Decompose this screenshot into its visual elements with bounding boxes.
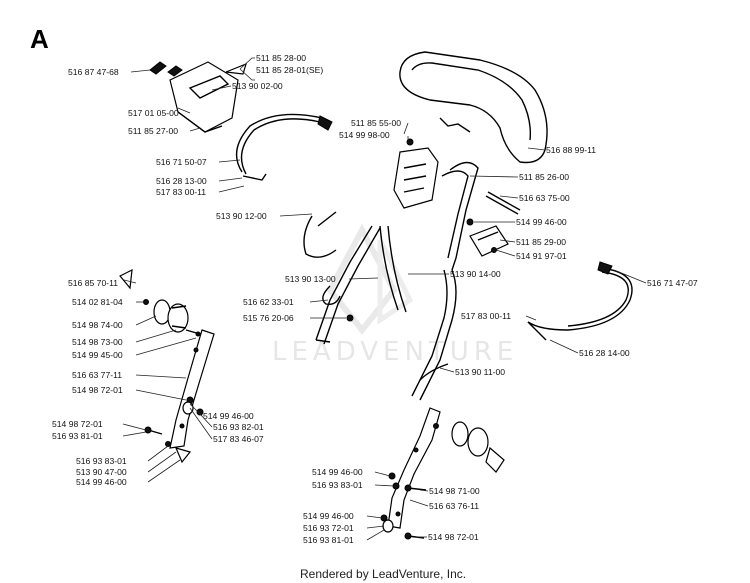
part-label: 516 63 76-11: [429, 501, 479, 511]
part-label: 513 90 14-00: [450, 269, 501, 279]
part-label: 516 93 72-01: [303, 523, 354, 533]
part-label: 517 83 00-11: [156, 187, 206, 197]
part-label: 516 93 81-01: [303, 535, 354, 545]
part-label: 514 99 46-00: [312, 467, 363, 477]
part-label: 514 98 72-01: [428, 532, 479, 542]
part-label: 514 99 98-00: [339, 130, 390, 140]
part-label: 516 71 50-07: [156, 157, 207, 167]
part-label: 514 02 81-04: [72, 297, 123, 307]
part-label: 516 28 13-00: [156, 176, 207, 186]
part-label: 516 93 82-01: [213, 422, 264, 432]
part-label: 515 76 20-06: [243, 313, 294, 323]
leader-lines: [122, 57, 647, 541]
part-label: 516 71 47-07: [647, 278, 698, 288]
part-label: 514 91 97-01: [516, 251, 567, 261]
part-label: 514 99 46-00: [516, 217, 567, 227]
part-label: 514 98 73-00: [72, 337, 123, 347]
part-drawings: [119, 51, 633, 540]
part-label: 516 88 99-11: [546, 145, 596, 155]
part-label: 514 98 74-00: [72, 320, 123, 330]
part-label: 516 93 83-01: [312, 480, 363, 490]
part-label: 516 63 75-00: [519, 193, 570, 203]
part-label: 516 63 77-11: [72, 370, 122, 380]
part-label: 513 90 11-00: [455, 367, 505, 377]
part-label: 511 85 26-00: [519, 172, 569, 182]
part-label: 514 98 72-01: [52, 419, 103, 429]
part-label: 511 85 28-01(SE): [256, 65, 323, 75]
part-label: 514 99 45-00: [72, 350, 123, 360]
section-letter: A: [30, 24, 49, 54]
footer-credit: Rendered by LeadVenture, Inc.: [300, 567, 466, 581]
part-label: 513 90 47-00: [76, 467, 127, 477]
part-label: 511 85 28-00: [256, 53, 306, 63]
part-label: 516 93 83-01: [76, 456, 127, 466]
part-label: 514 99 46-00: [76, 477, 127, 487]
part-label: 516 85 70-11: [68, 278, 118, 288]
part-label: 517 83 46-07: [213, 434, 264, 444]
part-label: 516 62 33-01: [243, 297, 294, 307]
part-label: 511 85 29-00: [516, 237, 566, 247]
part-label: 514 99 46-00: [203, 411, 254, 421]
part-label: 513 90 12-00: [216, 211, 267, 221]
part-label: 514 98 71-00: [429, 486, 480, 496]
watermark-text: LEADVENTURE: [272, 337, 518, 367]
part-label: 517 01 05-00: [128, 108, 179, 118]
part-label: 511 85 55-00: [351, 118, 401, 128]
part-label: 516 28 14-00: [579, 348, 630, 358]
part-label: 514 99 46-00: [303, 511, 354, 521]
part-label: 516 87 47-68: [68, 67, 119, 77]
part-labels: 511 85 28-00 511 85 28-01(SE) 516 87 47-…: [52, 53, 698, 545]
part-label: 516 93 81-01: [52, 431, 103, 441]
part-label: 514 98 72-01: [72, 385, 123, 395]
part-label: 513 90 13-00: [285, 274, 336, 284]
part-label: 511 85 27-00: [128, 126, 178, 136]
part-label: 513 90 02-00: [232, 81, 283, 91]
part-label: 517 83 00-11: [461, 311, 511, 321]
